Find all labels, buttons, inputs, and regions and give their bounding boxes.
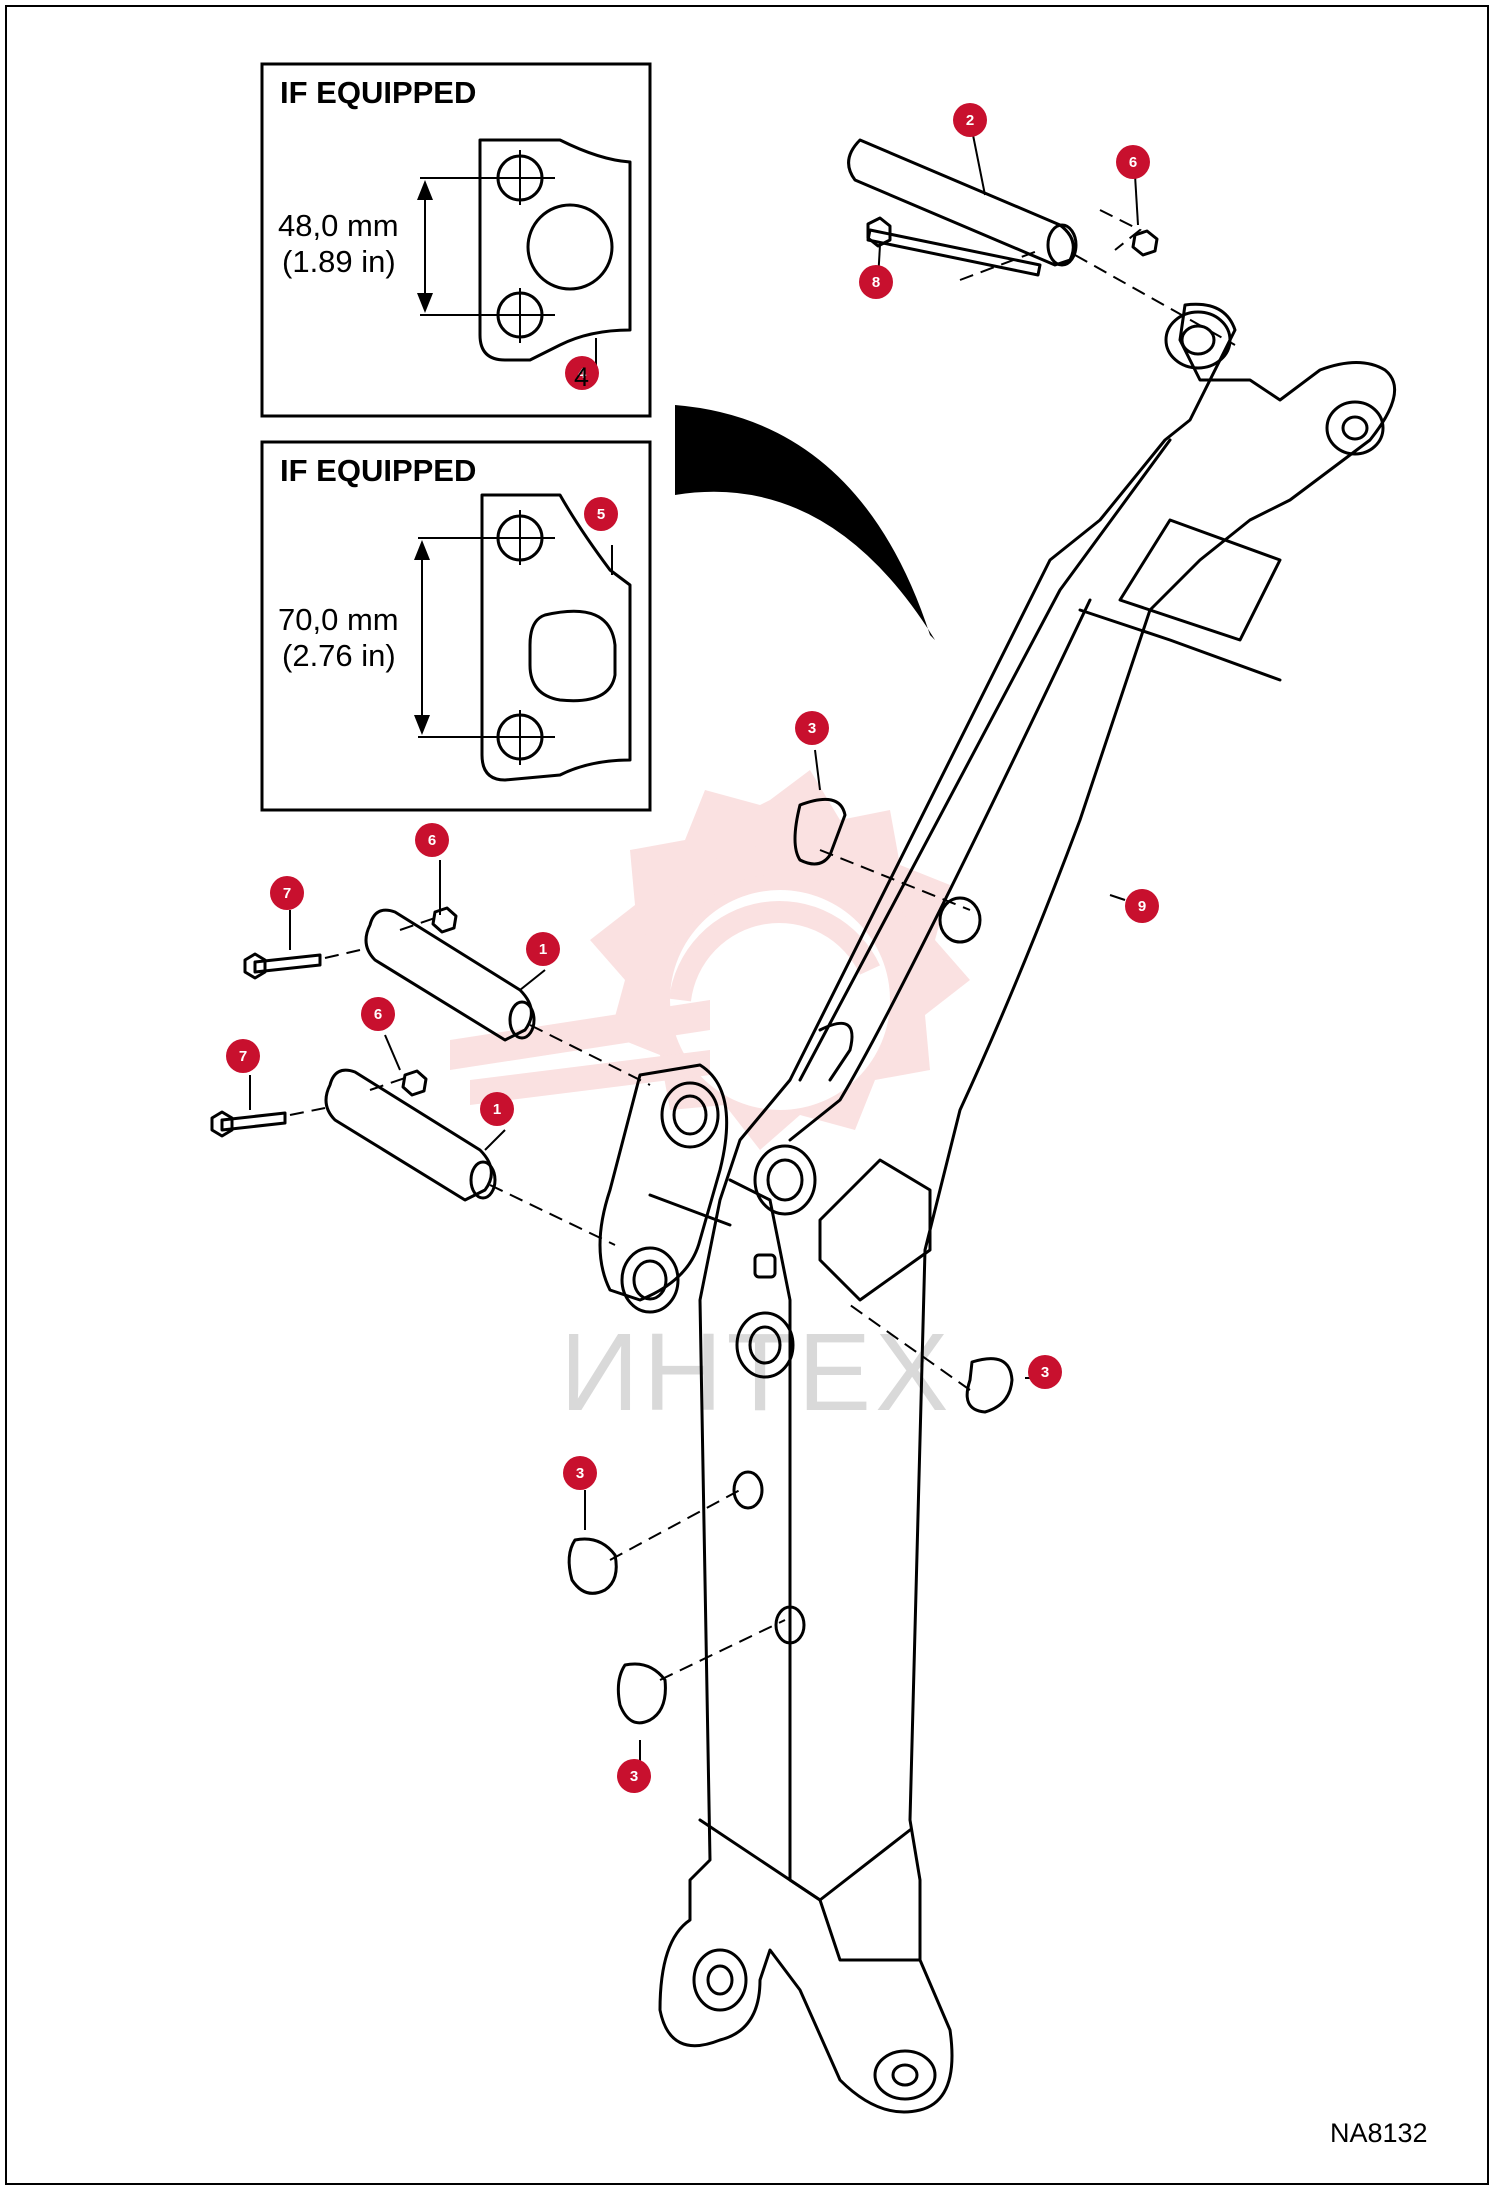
inset-1-dim-imperial: (1.89 in) [282,244,396,279]
callout-number: 6 [428,832,436,849]
callout-7: 7 [270,876,304,910]
callout-bubble [226,1039,260,1073]
hardware [210,138,1236,1246]
callout-3: 3 [563,1456,597,1490]
callout-bubbles: 2 6 8 3 9 6 7 1 6 7 1 3 3 3 4 5 [226,103,1159,1793]
callout-number: 5 [597,506,605,523]
callout-bubble [565,356,599,390]
wear-pad [567,1537,618,1595]
callout-number: 4 [578,365,587,382]
callout-number: 1 [493,1101,501,1118]
callout-8: 8 [859,265,893,299]
callout-bubble [795,711,829,745]
callout-5: 5 [584,497,618,531]
nut-6-top [1131,229,1159,257]
callout-bubble [415,823,449,857]
excavator-arm [598,302,1397,2114]
callout-bubble [859,265,893,299]
pin-2 [847,138,1075,267]
callout-number: 1 [539,941,547,958]
wear-pad [616,1662,667,1725]
callout-number: 3 [576,1465,584,1482]
callout-6: 6 [1116,145,1150,179]
bolt-8 [866,228,1042,277]
bolt-7-lower [220,1111,287,1132]
pin-1-upper [364,908,533,1042]
callout-number: 8 [872,274,880,291]
callout-bubble [526,932,560,966]
wear-pad [965,1357,1014,1414]
pin-1-lower [324,1068,493,1202]
callout-9: 9 [1125,889,1159,923]
callout-6: 6 [415,823,449,857]
bracket [818,1158,932,1302]
callout-bubble [953,103,987,137]
spacer-plate-48mm [478,138,632,362]
wear-pad [793,797,847,866]
callout-3: 3 [1028,1355,1062,1389]
inset-1-dim-metric: 48,0 mm [278,208,399,243]
callout-1: 1 [480,1092,514,1126]
callout-number: 9 [1138,898,1146,915]
callout-6: 6 [361,997,395,1031]
bolt-7-upper [253,953,322,974]
inset-1-title: IF EQUIPPED [280,75,476,110]
callout-number: 7 [283,885,291,902]
callout-3: 3 [795,711,829,745]
inset-box-2: IF EQUIPPED 70,0 mm (2.76 in) [260,440,652,812]
spacer-plate-70mm [480,493,632,782]
watermark-gear-logo [450,770,970,1150]
callout-number: 3 [808,720,816,737]
callout-number: 3 [630,1768,638,1785]
callout-3: 3 [617,1759,651,1793]
drawing-code: NA8132 [1330,2118,1428,2148]
callout-bubble [480,1092,514,1126]
callout-bubble [1116,145,1150,179]
inset-2-dim-metric: 70,0 mm [278,602,399,637]
callout-4: 4 [565,356,599,390]
callout-2: 2 [953,103,987,137]
nut-6-lower [401,1069,428,1097]
callout-bubble [361,997,395,1031]
nut-6-upper [431,906,458,934]
callout-7: 7 [226,1039,260,1073]
callout-1: 1 [526,932,560,966]
inset-2-dim-imperial: (2.76 in) [282,638,396,673]
wear-pads [567,797,1014,1725]
callout-bubble [563,1456,597,1490]
callout-bubble [270,876,304,910]
callout-number: 7 [239,1048,247,1065]
callout-number: 2 [966,112,974,129]
page-border [5,5,1489,2185]
inset-1-callout-label: 4 [574,362,589,392]
callout-bubble [617,1759,651,1793]
detail-pointer-arrow [675,405,935,640]
callout-bubble [1125,889,1159,923]
callout-number: 6 [1129,154,1137,171]
link-plate [598,1063,729,1302]
callout-number: 3 [1041,1364,1049,1381]
inset-2-title: IF EQUIPPED [280,453,476,488]
callout-bubble [584,497,618,531]
callout-bubble [1028,1355,1062,1389]
callout-number: 6 [374,1006,382,1023]
